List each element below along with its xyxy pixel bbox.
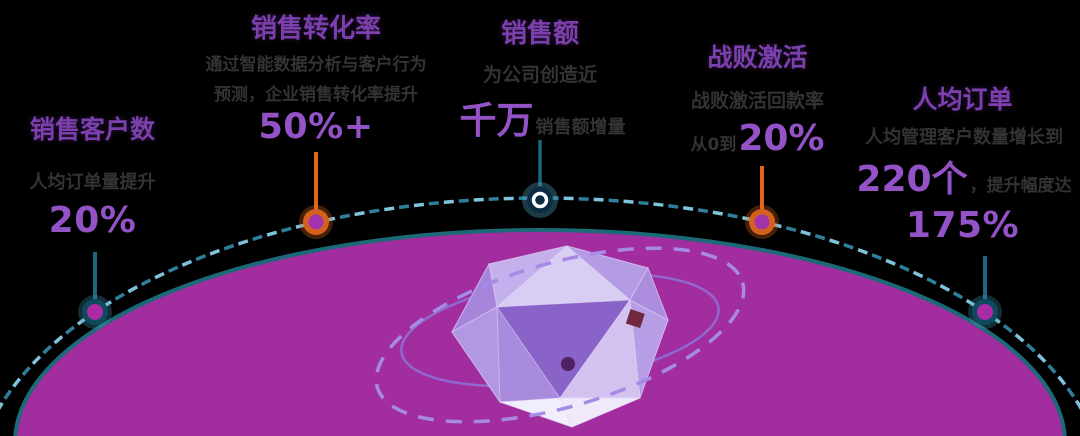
polyhedron-dot xyxy=(561,357,575,371)
stat4-title: 战败激活 xyxy=(707,43,808,72)
marker-orange-dot-1-icon xyxy=(299,205,333,239)
stat3-value: 千万 xyxy=(459,99,534,142)
stat2-value: 50%+ xyxy=(258,107,374,147)
stat4-value-prefix: 从0到 xyxy=(690,135,737,155)
marker-target-ring-icon xyxy=(522,182,558,218)
stat2-title: 销售转化率 xyxy=(250,14,381,44)
stat2-desc: 通过智能数据分析与客户行为 预测，企业销售转化率提升 xyxy=(181,50,451,110)
stat2-desc-line2: 预测，企业销售转化率提升 xyxy=(214,85,418,105)
stat5-value-suffix: ，提升幅度达 xyxy=(969,176,1072,196)
marker-orange-dot-2-icon xyxy=(745,205,779,239)
marker-teal-dot-1-icon xyxy=(78,295,112,329)
stat1-value: 20% xyxy=(48,200,137,241)
stat3-value-row: 千万 销售额增量 xyxy=(425,90,660,144)
stat4-value: 20% xyxy=(738,118,825,159)
marker-teal-dot-2-icon xyxy=(968,295,1002,329)
stat5-value2: 175% xyxy=(905,205,1020,246)
polyhedron-icon xyxy=(450,245,669,428)
stat3-title: 销售额 xyxy=(500,19,579,49)
stat5-value-row: 220个 ，提升幅度达 xyxy=(848,150,1080,202)
orbit-ring-dashed-icon xyxy=(374,246,746,424)
stat3-desc: 为公司创造近 xyxy=(482,64,597,86)
stat1-desc: 人均订单量提升 xyxy=(29,172,156,193)
stat5-value: 220个 xyxy=(856,159,968,200)
stat1-title: 销售客户数 xyxy=(29,115,155,144)
stat5-desc: 人均管理客户数量增长到 xyxy=(865,127,1063,148)
stat3-value-suffix: 销售额增量 xyxy=(535,117,626,138)
stat5-title: 人均订单 xyxy=(912,85,1013,114)
stat2-desc-line1: 通过智能数据分析与客户行为 xyxy=(205,55,427,75)
stat4-value-row: 从0到 20% xyxy=(650,118,865,159)
orbit-square-icon xyxy=(625,309,645,329)
stat4-desc: 战败激活回款率 xyxy=(690,90,824,112)
